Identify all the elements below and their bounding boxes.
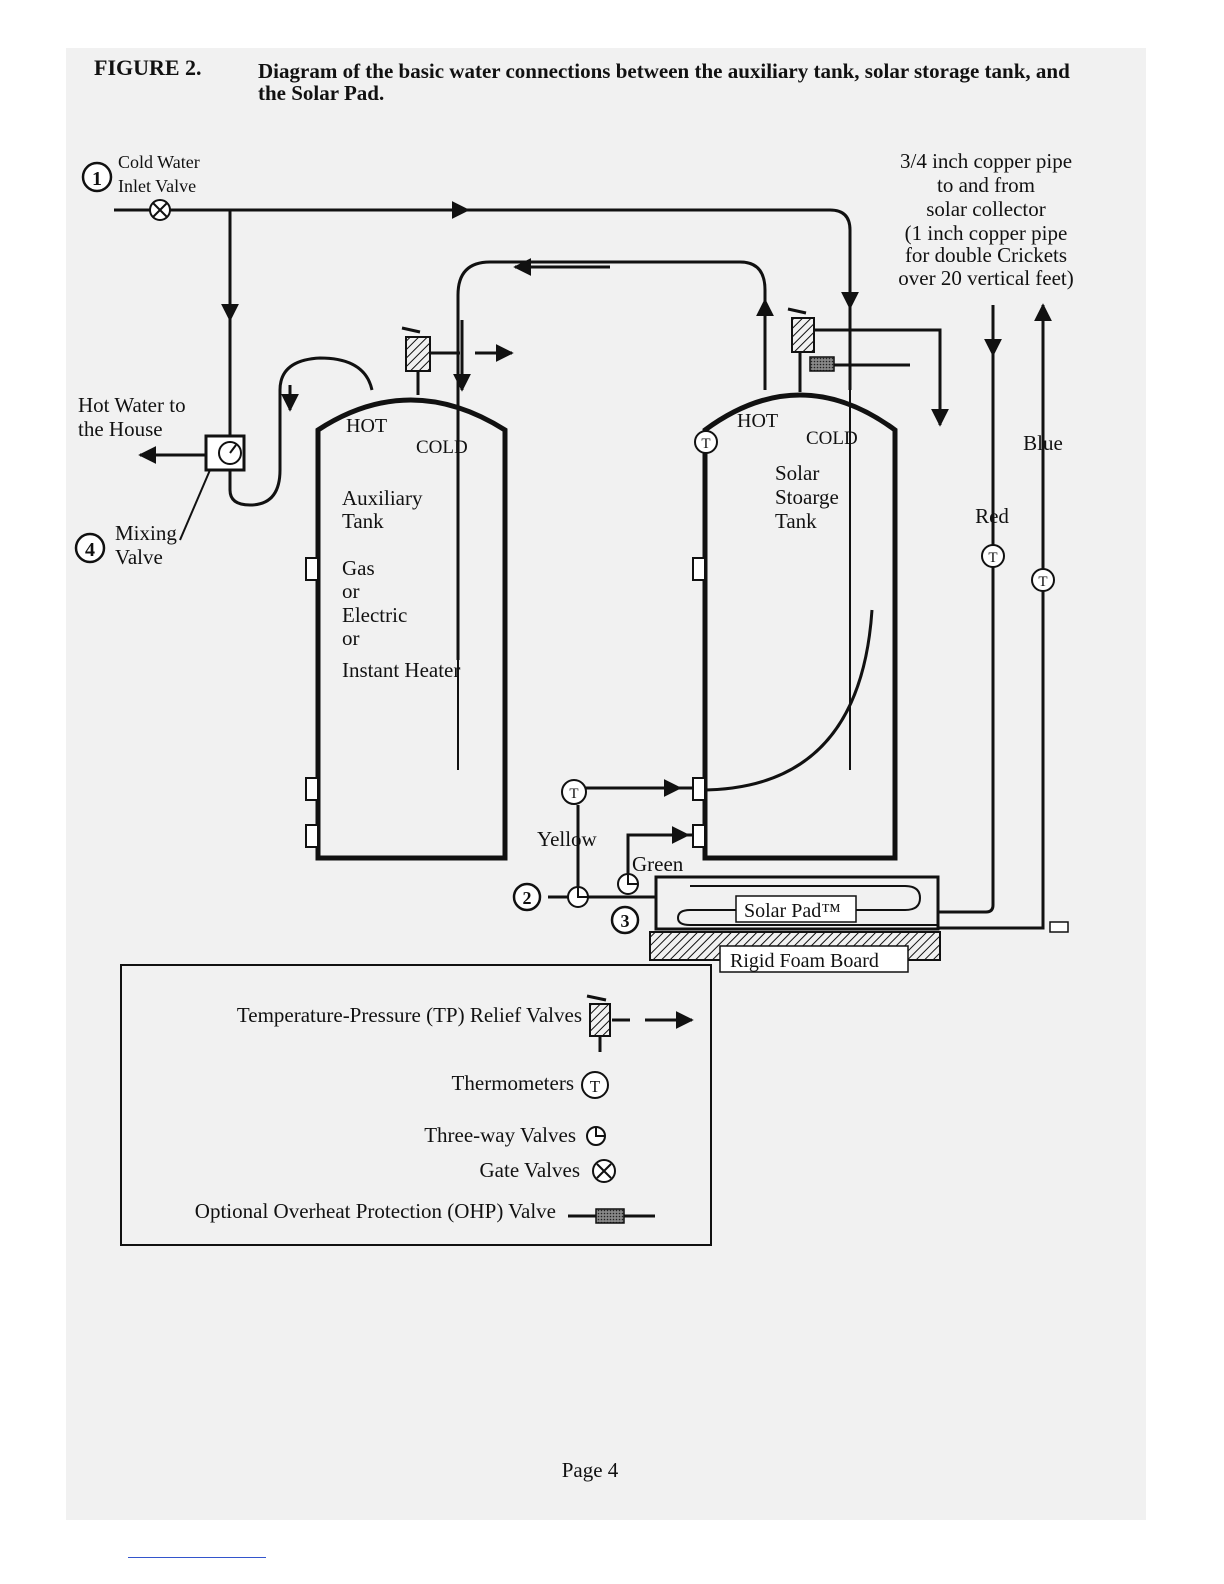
aux-type-4: or: [342, 626, 360, 650]
scanned-page-background: [66, 48, 1146, 1520]
solar-pad-box: [654, 875, 940, 931]
cold-inlet-pipe: [114, 208, 852, 390]
solar-pad-label-box: [735, 895, 857, 923]
mixing-label-1: Mixing: [115, 521, 177, 545]
callout-2: 2: [512, 882, 542, 912]
aux-type-1: Gas: [342, 556, 375, 580]
legend-box: Temperature-Pressure (TP) Relief Valves …: [120, 964, 712, 1246]
solar-tp-discharge: [815, 328, 942, 420]
svg-text:T: T: [988, 550, 997, 566]
solar-port-yellow: [692, 777, 706, 801]
cold-water-label-2: Inlet Valve: [118, 176, 196, 196]
svg-text:solar collector: solar collector: [926, 197, 1046, 221]
hot-water-label-1: Hot Water to: [78, 393, 186, 417]
aux-port-lower: [305, 777, 319, 801]
gate-valve-inlet: [149, 199, 171, 221]
callout-3: 3: [610, 905, 640, 935]
mixing-valve-leader: [179, 469, 211, 541]
green-label: Green: [632, 852, 684, 876]
foam-label-box: [719, 945, 909, 973]
legend-gate-label: Gate Valves: [480, 1158, 581, 1182]
legend-tp-label: Temperature-Pressure (TP) Relief Valves: [237, 1003, 582, 1027]
auxiliary-tank: [305, 397, 508, 861]
svg-text:4: 4: [85, 539, 95, 561]
svg-text:3: 3: [621, 911, 630, 931]
aux-name-2: Tank: [342, 509, 384, 533]
aux-type-2: or: [342, 579, 360, 603]
thermometer-yellow: T: [561, 779, 587, 805]
svg-text:(1 inch copper pipe: (1 inch copper pipe: [905, 221, 1068, 245]
aux-cold-label: COLD: [416, 437, 468, 458]
svg-text:T: T: [590, 1077, 601, 1096]
mixing-valve: [204, 434, 246, 472]
callout-1: 1: [81, 161, 113, 193]
aux-name-1: Auxiliary: [342, 486, 423, 510]
foam-board-label: Rigid Foam Board: [730, 950, 879, 972]
aux-type-3: Electric: [342, 603, 407, 627]
svg-text:over 20 vertical feet): over 20 vertical feet): [898, 266, 1074, 290]
solar-ohp-valve: [809, 356, 835, 372]
yellow-label: Yellow: [537, 827, 598, 851]
legend-gate-symbol: [592, 1159, 616, 1183]
solar-port-green: [692, 824, 706, 848]
pipe-network: [114, 201, 1052, 930]
red-pipe: [938, 305, 995, 914]
blue-label: Blue: [1023, 431, 1063, 455]
solar-name-1: Solar: [775, 461, 819, 485]
legend-ohp-symbol: [568, 1208, 655, 1224]
solar-name-2: Stoarge: [775, 485, 839, 509]
thermometer-solar-tank: T: [694, 430, 718, 454]
legend-ohp-label: Optional Overheat Protection (OHP) Valve: [195, 1199, 556, 1223]
svg-text:2: 2: [523, 888, 532, 908]
callout-4: 4: [74, 532, 106, 564]
hot-water-label-2: the House: [78, 417, 163, 441]
page-number: Page 4: [562, 1458, 619, 1482]
page-link-underline: [128, 1557, 266, 1558]
solar-pad-label: Solar Pad™: [744, 900, 841, 922]
aux-port-bottom: [305, 824, 319, 848]
three-way-valve-3: [617, 873, 639, 895]
legend-tp-symbol: [586, 994, 694, 1052]
aux-hot-label: HOT: [346, 415, 387, 437]
solar-to-aux-pipe: [456, 260, 767, 660]
legend-thermo-symbol: T: [581, 1071, 609, 1099]
legend-thermo-label: Thermometers: [452, 1071, 574, 1095]
svg-text:T: T: [569, 786, 578, 802]
thermometer-blue: T: [1031, 568, 1055, 592]
diagram-labels: Cold Water Inlet Valve Hot Water to the …: [78, 149, 1074, 876]
figure-number: FIGURE 2.: [94, 55, 202, 80]
svg-text:T: T: [701, 436, 710, 452]
cold-water-label-1: Cold Water: [118, 152, 200, 172]
figure-caption: Diagram of the basic water connections b…: [258, 59, 1070, 105]
solar-pad-assembly: Solar Pad™ Rigid Foam Board: [649, 875, 941, 973]
svg-text:to and from: to and from: [937, 173, 1035, 197]
svg-text:for double Crickets: for double Crickets: [905, 243, 1067, 267]
blue-pipe: [938, 305, 1045, 930]
svg-text:1: 1: [92, 168, 102, 190]
aux-tp-relief-valve: [401, 326, 431, 372]
solar-hot-label: HOT: [737, 410, 778, 432]
solar-port-upper: [692, 557, 706, 581]
blue-pipe-fitting: [1049, 921, 1069, 933]
solar-cold-label: COLD: [806, 428, 858, 449]
mixing-label-2: Valve: [115, 545, 163, 569]
solar-tp-relief-valve: [787, 307, 815, 353]
solar-name-3: Tank: [775, 509, 817, 533]
solar-storage-tank: [692, 392, 898, 861]
red-label: Red: [975, 504, 1009, 528]
three-way-valve-2: [567, 886, 589, 908]
legend-threeway-symbol: [586, 1126, 606, 1146]
solar-dip-tube: [699, 609, 874, 792]
legend-threeway-label: Three-way Valves: [424, 1123, 576, 1147]
aux-hot-to-mixer-pipe: [228, 356, 374, 507]
copper-pipe-note: 3/4 inch copper pipe to and from solar c…: [898, 149, 1074, 290]
aux-type-5: Instant Heater: [342, 658, 460, 682]
svg-text:3/4 inch copper pipe: 3/4 inch copper pipe: [900, 149, 1072, 173]
thermometer-red: T: [981, 544, 1005, 568]
aux-port-upper: [305, 557, 319, 581]
svg-text:T: T: [1038, 574, 1047, 590]
